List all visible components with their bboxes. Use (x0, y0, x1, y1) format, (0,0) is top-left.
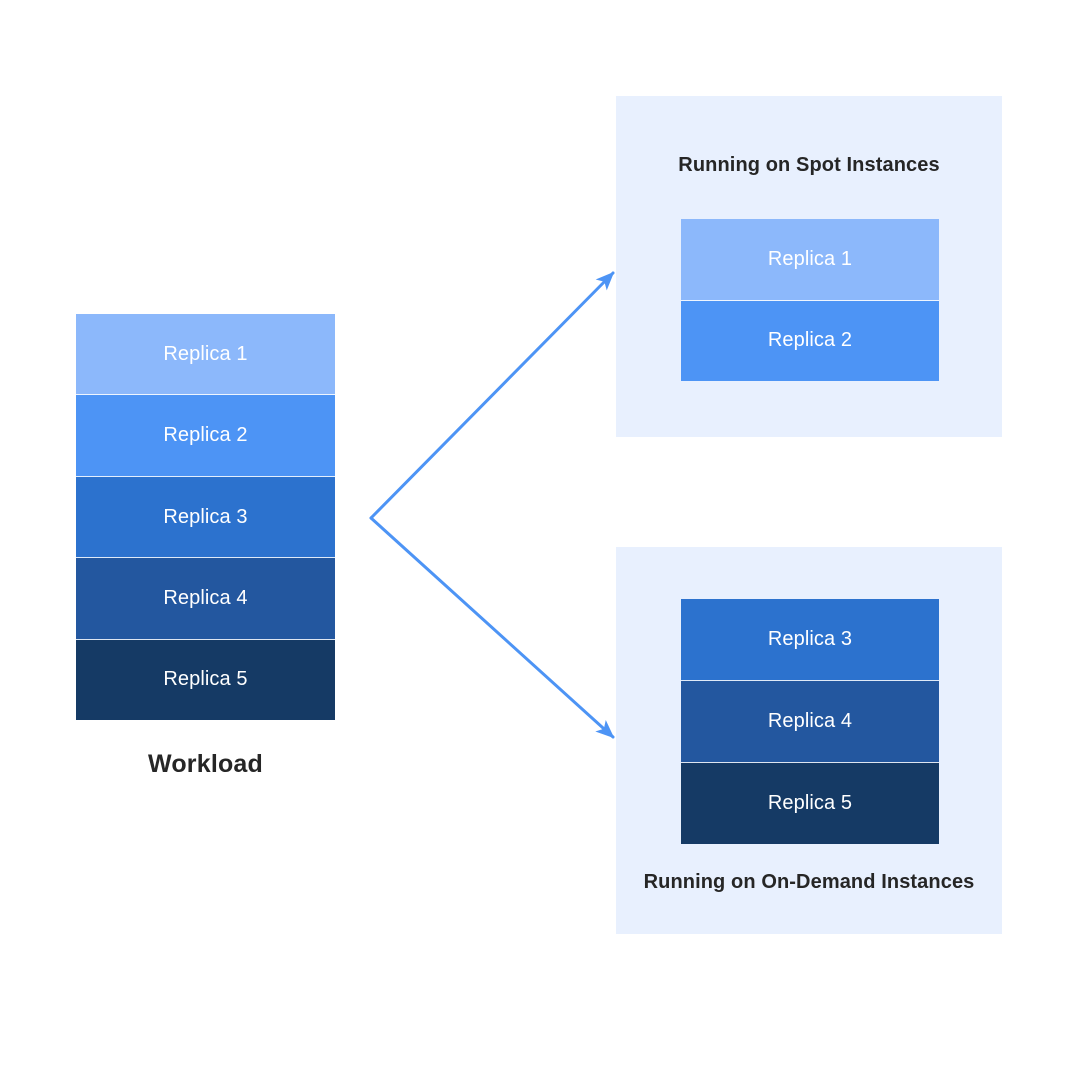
spot-replica-2[interactable]: Replica 2 (681, 300, 939, 381)
replica-label: Replica 2 (163, 424, 248, 447)
replica-label: Replica 1 (767, 247, 853, 270)
replica-label: Replica 2 (767, 329, 853, 352)
replica-label: Replica 5 (163, 668, 248, 691)
replica-label: Replica 5 (767, 792, 853, 814)
ondemand-replica-stack: Replica 3 Replica 4 Replica 5 (681, 599, 939, 844)
replica-label: Replica 4 (767, 710, 853, 732)
workload-replica-2[interactable]: Replica 2 (76, 395, 335, 477)
workload-title: Workload (147, 750, 264, 778)
workload-replica-3[interactable]: Replica 3 (76, 476, 335, 559)
replica-label: Replica 1 (163, 342, 248, 365)
arrow-to-spot (369, 271, 615, 520)
ondemand-replica-3[interactable]: Replica 3 (681, 599, 939, 681)
spot-replica-stack: Replica 1 Replica 2 (681, 219, 939, 381)
replica-label: Replica 3 (767, 628, 853, 650)
workload-replica-4[interactable]: Replica 4 (76, 558, 335, 640)
ondemand-panel-title: Running on On-Demand Instances (643, 871, 975, 893)
arrow-to-ondemand (369, 516, 615, 739)
workload-replica-1[interactable]: Replica 1 (76, 314, 335, 396)
ondemand-replica-4[interactable]: Replica 4 (681, 681, 939, 763)
workload-stack: Replica 1 Replica 2 Replica 3 Replica 4 … (76, 314, 335, 721)
replica-label: Replica 3 (163, 505, 248, 528)
ondemand-replica-5[interactable]: Replica 5 (681, 763, 939, 844)
workload-replica-5[interactable]: Replica 5 (76, 639, 335, 721)
spot-replica-1[interactable]: Replica 1 (681, 219, 939, 301)
spot-panel-title: Running on Spot Instances (678, 154, 940, 176)
replica-label: Replica 4 (163, 586, 248, 609)
